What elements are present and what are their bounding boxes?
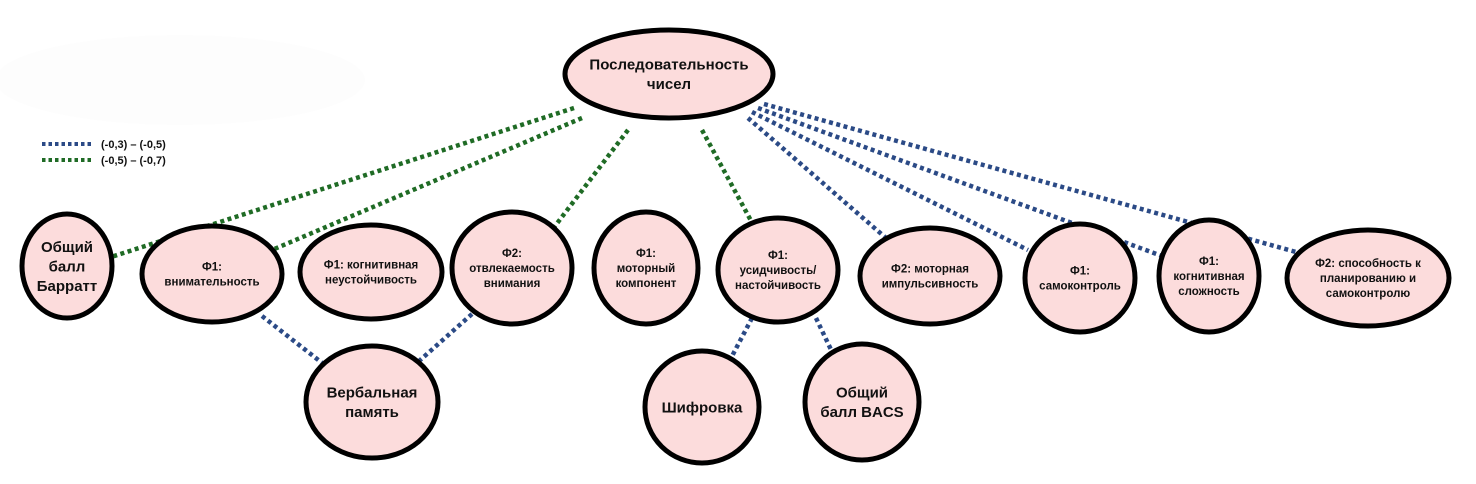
legend-item-blue: (-0,3) – (-0,5) bbox=[42, 139, 166, 151]
edge-seq-selfcontrol bbox=[750, 109, 1030, 253]
node-label: Ф1: bbox=[202, 262, 222, 274]
edges bbox=[107, 101, 1297, 368]
node-shape bbox=[591, 209, 701, 327]
node-label: моторный bbox=[617, 263, 675, 275]
edge-seq-attention bbox=[271, 115, 583, 253]
node-label: Ф1: bbox=[1199, 256, 1219, 268]
node-cog_complex: Ф1: когнитивная сложность bbox=[1156, 217, 1262, 335]
node-shape bbox=[1284, 227, 1452, 329]
node-attention: Ф1: внимательность bbox=[139, 223, 285, 325]
node-label: Ф2: моторная bbox=[891, 264, 969, 276]
node-shape bbox=[715, 215, 841, 325]
node-label: Ф1: bbox=[636, 248, 656, 260]
node-label: Ф1: bbox=[768, 250, 788, 262]
node-label: внимания bbox=[484, 278, 541, 290]
node-seq: Последовательность чисел bbox=[562, 27, 776, 121]
node-label: компонент bbox=[616, 278, 677, 290]
node-shape bbox=[449, 209, 575, 327]
node-label: самоконтролю bbox=[1326, 288, 1411, 300]
node-shape bbox=[297, 222, 445, 322]
node-bacs: Общий балл BACS bbox=[802, 341, 922, 463]
node-shape bbox=[642, 348, 762, 466]
node-label: сложность bbox=[1178, 286, 1240, 298]
edge-seq-distract bbox=[550, 128, 630, 232]
node-label: Общий bbox=[836, 385, 888, 402]
node-label: балл BACS bbox=[820, 404, 903, 421]
node-shape bbox=[139, 223, 285, 325]
node-label: Последовательность bbox=[589, 57, 748, 74]
legend: (-0,3) – (-0,5) (-0,5) – (-0,7) bbox=[42, 139, 166, 167]
node-persist: Ф1: усидчивость/настойчивость bbox=[715, 215, 841, 325]
node-motor_imp: Ф2: моторная импульсивность bbox=[857, 225, 1003, 327]
node-shape bbox=[562, 27, 776, 121]
node-label: балл bbox=[49, 258, 86, 275]
node-label: Шифровка bbox=[662, 399, 743, 416]
legend-label-green: (-0,5) – (-0,7) bbox=[101, 155, 166, 167]
node-motor_comp: Ф1: моторный компонент bbox=[591, 209, 701, 327]
legend-label-blue: (-0,3) – (-0,5) bbox=[101, 139, 166, 151]
node-label: Ф1: bbox=[1070, 266, 1090, 278]
node-label: когнитивная bbox=[1173, 271, 1244, 283]
node-label: планированию и bbox=[1320, 273, 1416, 285]
node-shape bbox=[857, 225, 1003, 327]
node-verbal: Вербальная память bbox=[303, 343, 441, 461]
legend-item-green: (-0,5) – (-0,7) bbox=[42, 155, 166, 167]
node-label: Ф1: когнитивная bbox=[324, 260, 419, 272]
node-planning: Ф2: способность к планированию и самоконтр… bbox=[1284, 227, 1452, 329]
node-label: неустойчивость bbox=[325, 275, 417, 287]
node-label: настойчивость bbox=[735, 280, 821, 292]
edge-attention-verbal bbox=[260, 314, 328, 368]
node-label: Ф2: bbox=[502, 248, 522, 260]
node-label: отвлекаемость bbox=[469, 263, 555, 275]
background-blob bbox=[0, 35, 365, 125]
node-label: память bbox=[345, 404, 399, 421]
node-label: Вербальная bbox=[327, 385, 418, 402]
node-label: самоконтроль bbox=[1039, 281, 1121, 293]
node-distract: Ф2: отвлекаемость внимания bbox=[449, 209, 575, 327]
edge-seq-motor_imp bbox=[746, 116, 888, 240]
node-label: чисел bbox=[647, 76, 691, 93]
edge-distract-verbal bbox=[416, 312, 474, 364]
edge-seq-persist bbox=[700, 128, 758, 232]
node-label: импульсивность bbox=[882, 279, 979, 291]
edge-persist-coding bbox=[728, 316, 754, 362]
node-label: Общий bbox=[41, 239, 93, 256]
node-shape bbox=[1156, 217, 1262, 335]
node-label: Ф2: способность к bbox=[1315, 258, 1421, 270]
node-coding: Шифровка bbox=[642, 348, 762, 466]
node-selfcontrol: Ф1: самоконтроль bbox=[1022, 221, 1138, 335]
node-shape bbox=[802, 341, 922, 463]
node-label: внимательность bbox=[164, 277, 259, 289]
node-label: усидчивость/ bbox=[740, 265, 818, 277]
node-shape bbox=[1022, 221, 1138, 335]
node-cog_instab: Ф1: когнитивная неустойчивость bbox=[297, 222, 445, 322]
node-shape bbox=[19, 211, 115, 321]
node-shape bbox=[303, 343, 441, 461]
node-label: Барратт bbox=[37, 278, 97, 295]
